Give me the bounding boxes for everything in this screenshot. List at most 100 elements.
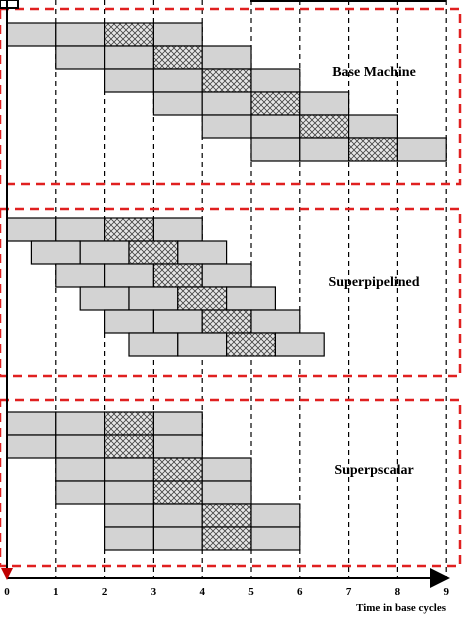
stage-box-hatched bbox=[348, 137, 399, 162]
panel-border bbox=[0, 398, 462, 568]
stage-box bbox=[274, 332, 325, 357]
stage-box-hatched bbox=[226, 332, 277, 357]
stage-box-hatched bbox=[103, 411, 154, 436]
stage-box bbox=[6, 411, 57, 436]
stage-box bbox=[6, 22, 57, 47]
instruction-row bbox=[250, 137, 447, 162]
stage-box-hatched bbox=[201, 503, 252, 528]
stage-box-hatched bbox=[152, 457, 203, 482]
stage-box bbox=[6, 434, 57, 459]
instruction-row bbox=[6, 411, 203, 436]
x-tick-label: 9 bbox=[443, 586, 449, 598]
stage-box bbox=[299, 91, 350, 116]
instruction-row bbox=[152, 91, 350, 116]
instruction-row bbox=[6, 434, 203, 459]
stage-box-hatched bbox=[250, 91, 301, 116]
stage-box bbox=[201, 263, 252, 288]
stage-box bbox=[177, 240, 228, 265]
stage-box bbox=[299, 137, 350, 162]
panel-label: Superpipelined bbox=[328, 275, 419, 290]
stage-box-hatched bbox=[299, 114, 350, 139]
stage-box bbox=[103, 503, 154, 528]
stage-box bbox=[6, 217, 57, 242]
stage-box bbox=[79, 240, 130, 265]
stage-box bbox=[250, 526, 301, 551]
stage-box bbox=[103, 263, 154, 288]
instruction-row bbox=[103, 68, 301, 93]
stage-box bbox=[201, 45, 252, 70]
x-tick-label: 3 bbox=[151, 586, 157, 598]
stage-box bbox=[103, 526, 154, 551]
instruction-row bbox=[103, 526, 301, 551]
panel: Superpscalar bbox=[0, 398, 462, 568]
stage-box bbox=[250, 68, 301, 93]
stage-box bbox=[201, 457, 252, 482]
instruction-row bbox=[103, 309, 301, 334]
stage-box-hatched bbox=[152, 480, 203, 505]
x-axis-ticks: 0 1 2 3 4 5 6 7 8 9 bbox=[4, 586, 449, 598]
stage-box bbox=[201, 91, 252, 116]
stage-box bbox=[152, 309, 203, 334]
x-tick-label: 0 bbox=[4, 586, 10, 598]
x-tick-label: 7 bbox=[346, 586, 352, 598]
panel-label: Base Machine bbox=[332, 65, 416, 80]
panel-label: Superpscalar bbox=[334, 463, 413, 478]
instruction-row bbox=[55, 457, 252, 482]
stage-box bbox=[201, 114, 252, 139]
stage-box-hatched bbox=[152, 263, 203, 288]
instruction-row bbox=[30, 240, 228, 265]
stage-box bbox=[55, 22, 106, 47]
stage-box bbox=[103, 309, 154, 334]
stage-box-hatched bbox=[152, 45, 203, 70]
stage-box-hatched bbox=[103, 22, 154, 47]
stage-box bbox=[55, 457, 106, 482]
stage-box bbox=[226, 286, 277, 311]
stage-box bbox=[348, 114, 399, 139]
stage-box bbox=[250, 503, 301, 528]
instruction-row bbox=[201, 114, 399, 139]
stage-box-hatched bbox=[103, 217, 154, 242]
stage-box bbox=[55, 217, 106, 242]
panel-border bbox=[0, 7, 462, 186]
stage-box bbox=[30, 240, 81, 265]
stage-box bbox=[55, 263, 106, 288]
stage-box bbox=[103, 480, 154, 505]
stage-box bbox=[128, 332, 179, 357]
instruction-row bbox=[79, 286, 277, 311]
stage-box bbox=[79, 286, 130, 311]
stage-box bbox=[55, 411, 106, 436]
stage-box bbox=[152, 526, 203, 551]
panel: Base Machine bbox=[0, 7, 462, 186]
stage-box bbox=[177, 332, 228, 357]
stage-box bbox=[152, 22, 203, 47]
panel-border bbox=[0, 207, 462, 378]
stage-box bbox=[103, 45, 154, 70]
instruction-row bbox=[55, 480, 252, 505]
stage-box bbox=[250, 309, 301, 334]
stage-box bbox=[55, 434, 106, 459]
stage-box bbox=[55, 45, 106, 70]
x-tick-label: 6 bbox=[297, 586, 303, 598]
stage-box-hatched bbox=[201, 526, 252, 551]
stage-box-hatched bbox=[128, 240, 179, 265]
panel: Superpipelined bbox=[0, 207, 462, 378]
stage-box bbox=[152, 411, 203, 436]
x-axis-title: Time in base cycles bbox=[356, 602, 447, 614]
stage-box bbox=[55, 480, 106, 505]
stage-box bbox=[103, 457, 154, 482]
x-tick-label: 2 bbox=[102, 586, 108, 598]
x-tick-label: 4 bbox=[199, 586, 205, 598]
instruction-row bbox=[128, 332, 325, 357]
x-tick-label: 1 bbox=[53, 586, 59, 598]
x-tick-label: 8 bbox=[395, 586, 401, 598]
stage-box bbox=[152, 91, 203, 116]
stage-box bbox=[152, 217, 203, 242]
x-tick-label: 5 bbox=[248, 586, 254, 598]
stage-box bbox=[152, 68, 203, 93]
stage-box-hatched bbox=[201, 309, 252, 334]
origin-arrow bbox=[1, 568, 13, 580]
instruction-row bbox=[103, 503, 301, 528]
instruction-row bbox=[6, 217, 203, 242]
